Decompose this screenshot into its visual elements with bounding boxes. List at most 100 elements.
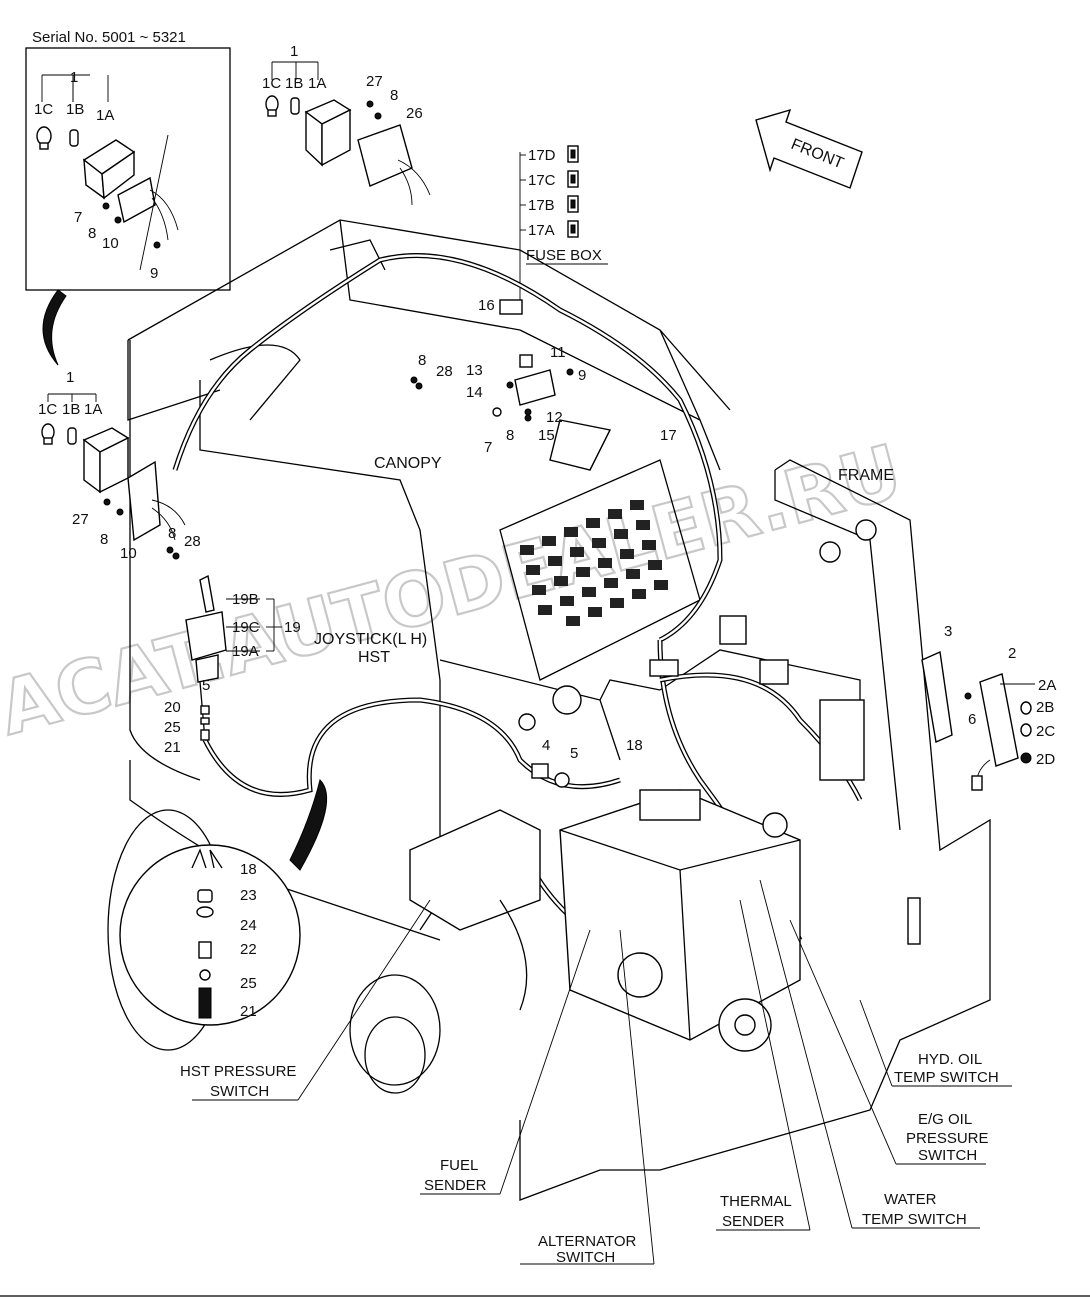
part-number: 1 <box>66 369 74 386</box>
part-number: 27 <box>366 73 383 90</box>
part-number: 1B <box>285 75 303 92</box>
bulb-icon <box>1020 752 1032 764</box>
engine-assembly <box>409 789 801 1052</box>
joystick-assembly: 19B 19C 19 19A 5 20 25 21 JOYSTICK(L H) … <box>164 574 427 756</box>
part-number: 28 <box>436 363 453 380</box>
bracket-icon <box>514 369 556 406</box>
part-number: 18 <box>240 861 257 878</box>
part-number: 5 <box>570 745 578 762</box>
part-number: 2D <box>1036 751 1055 768</box>
callout-label: SWITCH <box>918 1147 977 1164</box>
bulb-icon <box>67 427 77 445</box>
part-number: 27 <box>72 511 89 528</box>
part-number: 1B <box>62 401 80 418</box>
callout-label: SWITCH <box>556 1249 615 1266</box>
part-number: 17C <box>528 172 556 189</box>
joystick-label: HST <box>358 649 390 666</box>
joystick-label: JOYSTICK(L H) <box>314 631 427 648</box>
part-number: 1A <box>84 401 102 418</box>
part-number: 26 <box>406 105 423 122</box>
part-number: 1A <box>96 107 114 124</box>
part-number: 11 <box>550 344 566 361</box>
part-number: 18 <box>626 737 643 754</box>
part-number: 21 <box>164 739 181 756</box>
part-number: 2A <box>1038 677 1056 694</box>
part-number: 7 <box>484 439 492 456</box>
callout-hst-pressure-switch: HST PRESSURE SWITCH <box>180 899 431 1101</box>
bulb-icon <box>265 95 279 117</box>
callout-label: HYD. OIL <box>918 1051 982 1068</box>
small-components <box>410 299 865 788</box>
part-number: 2B <box>1036 699 1054 716</box>
bulb-icon <box>1020 701 1032 715</box>
part-number: 22 <box>240 941 257 958</box>
part-number: 28 <box>184 533 201 550</box>
top-lamp-assembly: 1 1C 1B 1A 27 8 26 <box>262 43 431 206</box>
front-direction-arrow: FRONT <box>755 108 863 189</box>
part-number: 9 <box>150 265 158 282</box>
part-number: 7 <box>74 209 82 226</box>
part-number: 17A <box>528 222 555 239</box>
callout-label: THERMAL <box>720 1193 792 1210</box>
part-number: 23 <box>240 887 257 904</box>
lamp-housing-icon <box>82 139 136 200</box>
bulb-icon <box>41 423 55 445</box>
bulb-icon <box>1020 723 1032 737</box>
canopy-structure: CANOPY <box>127 219 731 931</box>
part-number: 2C <box>1036 723 1055 740</box>
joystick-grip-icon <box>199 574 215 613</box>
fuse-icon <box>567 170 579 188</box>
part-number: 9 <box>578 367 586 384</box>
relay-icon <box>531 763 549 779</box>
callout-label: ALTERNATOR <box>538 1233 637 1250</box>
part-number: 17B <box>528 197 555 214</box>
callout-eg-oil-pressure-switch: E/G OIL PRESSURE SWITCH <box>789 919 989 1165</box>
part-number: 15 <box>538 427 555 444</box>
part-number: 5 <box>202 677 210 694</box>
control-box-icon <box>819 699 865 781</box>
callout-label: HST PRESSURE <box>180 1063 296 1080</box>
callout-hyd-oil-temp-switch: HYD. OIL TEMP SWITCH <box>859 999 1012 1087</box>
bulb-icon <box>290 97 300 115</box>
part-number: 1 <box>290 43 298 60</box>
part-number: 21 <box>240 1003 257 1020</box>
callout-label: SENDER <box>424 1177 487 1194</box>
bracket-icon <box>921 650 953 744</box>
part-number: 1 <box>70 69 78 86</box>
callout-label: SENDER <box>722 1213 785 1230</box>
part-number: 13 <box>466 362 483 379</box>
part-number: 17D <box>528 147 556 164</box>
inset-frame <box>25 47 231 291</box>
part-number: 10 <box>102 235 119 252</box>
part-number: 2 <box>1008 645 1016 662</box>
part-number: 8 <box>88 225 96 242</box>
fuse-icon <box>567 220 579 238</box>
part-number: 12 <box>546 409 563 426</box>
detail-circle: 18 23 24 22 25 21 <box>119 779 328 1026</box>
part-number: 10 <box>120 545 137 562</box>
bracket-icon <box>127 460 186 542</box>
bracket-icon <box>117 176 179 241</box>
callout-label: SWITCH <box>210 1083 269 1100</box>
body-part-numbers: 16 11 13 9 14 12 7 8 15 8 28 17 4 5 18 <box>418 297 677 762</box>
fuse-icon <box>567 145 579 163</box>
callout-alternator-switch: ALTERNATOR SWITCH <box>520 929 655 1266</box>
machine-frame: FRAME <box>107 459 991 1201</box>
part-number: 25 <box>164 719 181 736</box>
lamp-housing-icon <box>304 99 352 167</box>
callout-label: E/G OIL <box>918 1111 972 1128</box>
bulb-icon <box>69 129 79 147</box>
fuse-box-label: FUSE BOX <box>526 247 602 264</box>
part-number: 1B <box>66 101 84 118</box>
part-number: 6 <box>968 711 976 728</box>
frame-label: FRAME <box>838 467 894 484</box>
part-number: 17 <box>660 427 677 444</box>
callout-fuel-sender: FUEL SENDER <box>420 929 591 1195</box>
callout-label: FUEL <box>440 1157 478 1174</box>
lamp-housing-icon <box>82 427 130 494</box>
part-number: 25 <box>240 975 257 992</box>
callout-water-temp-switch: WATER TEMP SWITCH <box>759 879 980 1229</box>
part-number: 8 <box>390 87 398 104</box>
part-number: 8 <box>168 525 176 542</box>
